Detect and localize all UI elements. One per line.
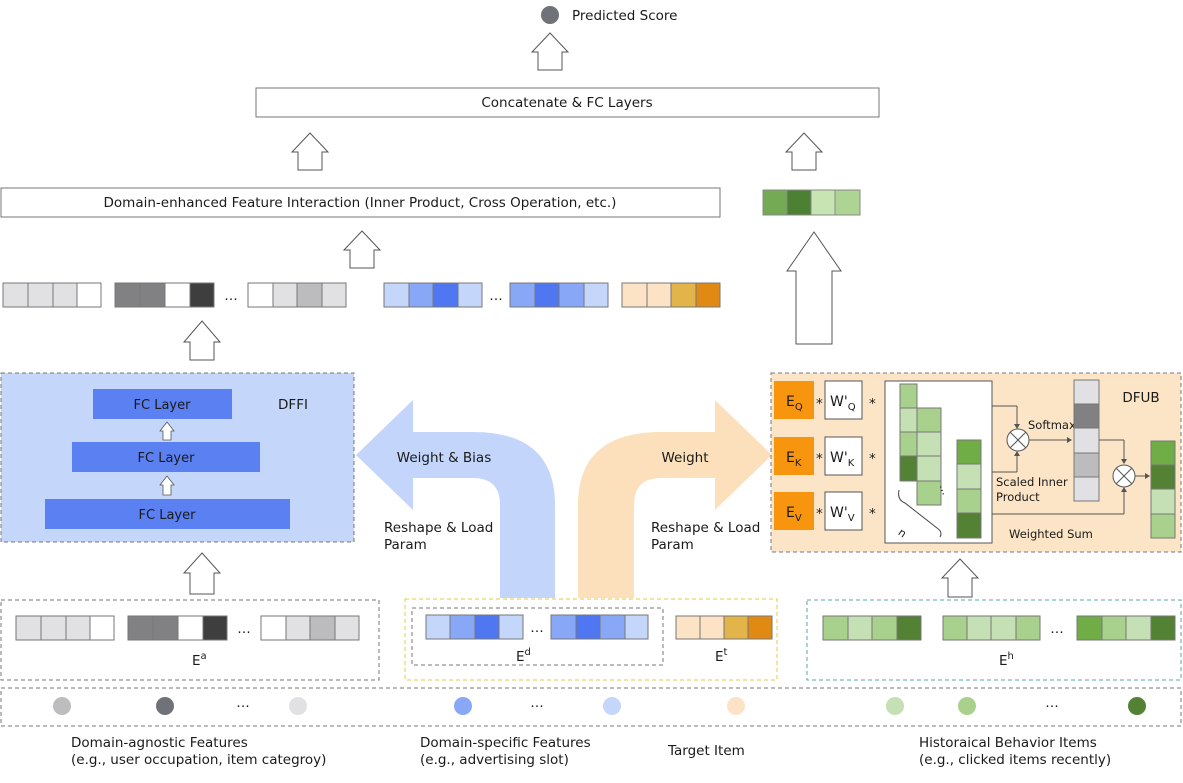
reshape-left-line1: Reshape & Load [384, 520, 493, 536]
predicted-score-dot [541, 6, 559, 24]
fc-layer-bottom [45, 499, 290, 529]
n-brace [898, 489, 942, 538]
ellipsis-mid-1: … [224, 288, 238, 304]
up-arrow-mid [342, 230, 382, 269]
agnostic-label: Domain-agnostic Features [71, 735, 248, 751]
behavior-matrix-cells [899, 383, 982, 539]
wk-box [824, 436, 863, 476]
wq-box [824, 380, 863, 420]
features-row [0, 687, 1182, 727]
star-v2: * [869, 506, 876, 522]
fc-layer-mid [72, 442, 260, 472]
star-q1: * [816, 396, 823, 412]
up-arrow-dffi-output [182, 320, 222, 361]
star-k2: * [869, 451, 876, 467]
ev-label: EV [786, 505, 802, 524]
dfub-output-vector [762, 189, 861, 216]
star-k1: * [816, 451, 823, 467]
scaled-inner-line2: Product [996, 490, 1040, 504]
reshape-right-line1: Reshape & Load [651, 520, 760, 536]
eq-box [774, 381, 814, 419]
up-arrow-top [530, 32, 570, 71]
up-arrow-into-dffi [182, 552, 222, 595]
weighted-sum-label: Weighted Sum [1009, 527, 1093, 541]
wv-box [824, 491, 863, 531]
up-arrow-dfub-output [784, 132, 824, 171]
reshape-right-line2: Param [651, 537, 694, 553]
fc-layer-top-label: FC Layer [134, 398, 192, 413]
wk-label: W'K [830, 450, 855, 469]
feature-ellipsis-2: … [530, 695, 544, 711]
ea-group [0, 599, 380, 681]
star-v1: * [816, 506, 823, 522]
ellipsis-mid-2: … [489, 288, 503, 304]
et-label: Et [715, 647, 728, 665]
specific-example: (e.g., advertising slot) [420, 752, 569, 768]
softmax-label: Softmax [1028, 418, 1076, 432]
wq-label: W'Q [830, 394, 856, 413]
inner-product-op [1006, 428, 1030, 452]
behavior-label: Historaical Behavior Items [919, 735, 1097, 751]
eh-label: Eh [999, 651, 1014, 669]
dfub-title: DFUB [1122, 390, 1159, 406]
predicted-score-label: Predicted Score [572, 8, 677, 24]
domain-specific-group [404, 598, 778, 681]
fc-layer-mid-label: FC Layer [138, 451, 196, 466]
ea-label: Ea [192, 651, 207, 669]
concat-fc-box [255, 87, 880, 118]
fc-layer-top [93, 389, 232, 419]
small-arrow-fc-2 [159, 475, 175, 496]
feature-ellipsis-1: … [236, 695, 250, 711]
wv-label: W'V [830, 505, 855, 524]
feature-dots [53, 697, 1146, 715]
feature-ellipsis-3: … [1045, 695, 1059, 711]
reshape-left-line2: Param [384, 537, 427, 553]
feature-interaction-label: Domain-enhanced Feature Interaction (Inn… [104, 195, 617, 211]
scaled-inner-line1: Scaled Inner [996, 475, 1068, 489]
ed-ellipsis: … [530, 620, 544, 636]
eh-ellipsis: … [1050, 621, 1064, 637]
feature-interaction-box [0, 187, 721, 218]
weight-bias-label: Weight & Bias [397, 450, 491, 466]
large-up-arrow-dfub [786, 231, 842, 345]
star-q2: * [869, 396, 876, 412]
dfub-user-vector [1150, 440, 1176, 539]
small-arrow-fc-1 [159, 421, 175, 441]
eq-label: EQ [786, 394, 803, 413]
concat-fc-label: Concatenate & FC Layers [481, 95, 652, 111]
dffi-title: DFFI [278, 397, 308, 413]
up-arrow-interaction [290, 132, 330, 171]
specific-label: Domain-specific Features [420, 735, 591, 751]
ek-box [774, 437, 814, 475]
ek-label: EK [786, 450, 802, 469]
fc-layer-bottom-label: FC Layer [139, 508, 197, 523]
weight-label: Weight [661, 450, 708, 466]
behavior-example: (e.g., clicked items recently) [919, 752, 1111, 768]
enhanced-embedding-row: … … [2, 282, 721, 308]
weight-bias-arrow [356, 400, 555, 598]
weighted-sum-op [1112, 464, 1136, 488]
target-label: Target Item [667, 743, 745, 759]
ev-box [774, 492, 814, 530]
matrix-dots: … [937, 482, 953, 497]
ea-ellipsis: … [237, 621, 251, 637]
agnostic-example: (e.g., user occupation, item categroy) [71, 752, 326, 768]
eh-group [806, 599, 1182, 681]
up-arrow-into-dfub [940, 558, 980, 598]
attention-weights [1073, 379, 1100, 502]
weight-arrow [578, 400, 772, 598]
ed-label: Ed [516, 647, 531, 665]
